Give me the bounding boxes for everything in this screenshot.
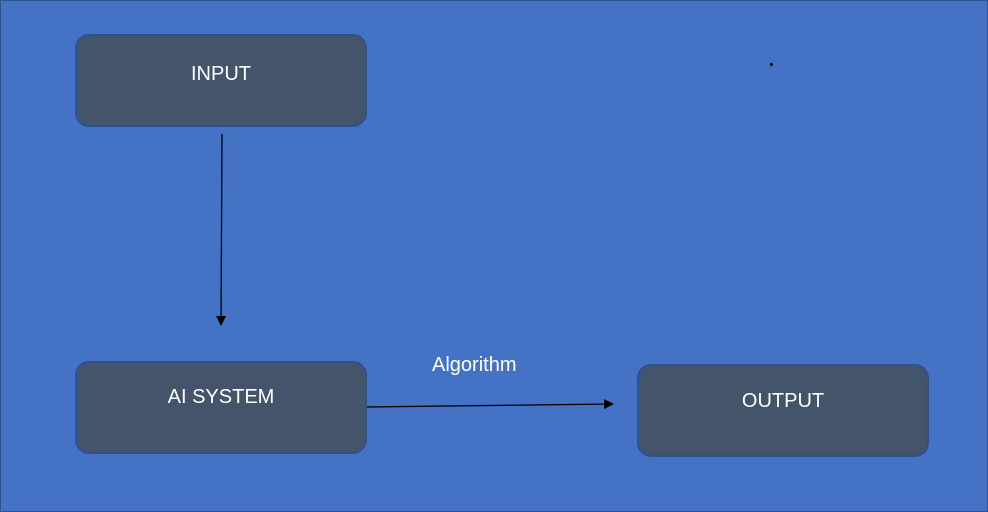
- output-node: OUTPUT: [637, 364, 929, 457]
- input-node: INPUT: [75, 34, 367, 127]
- stray-dot: [770, 63, 773, 66]
- input-node-label: INPUT: [191, 63, 251, 85]
- ai-system-node-label: AI SYSTEM: [167, 386, 275, 408]
- arrow-input-to-ai-system: [216, 133, 227, 326]
- algorithm-edge-label: Algorithm: [432, 354, 517, 376]
- arrow-ai-system-to-output: [366, 399, 614, 410]
- ai-system-node: AI SYSTEM: [75, 361, 367, 454]
- output-node-label: OUTPUT: [741, 390, 825, 412]
